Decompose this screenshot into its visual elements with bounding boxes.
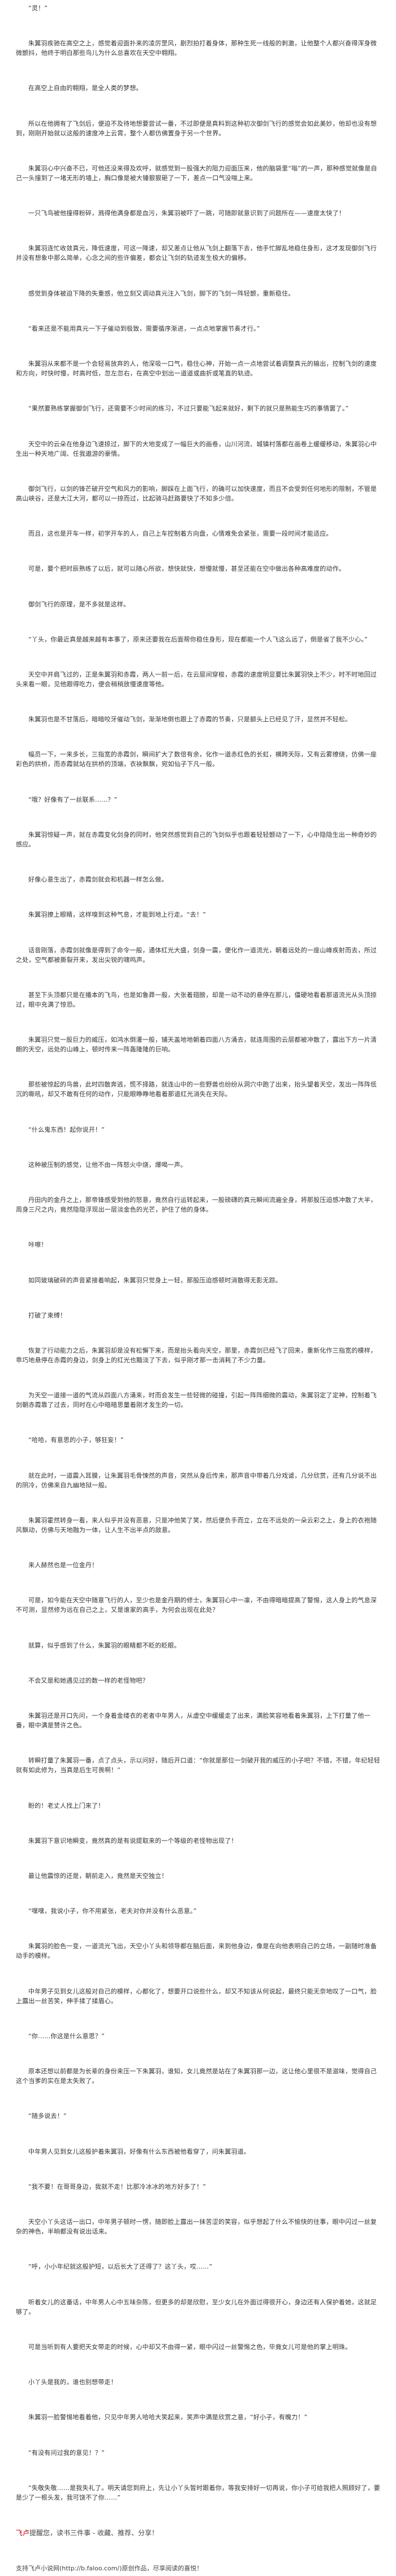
reading-tip: 飞卢提醒您，读书三件事 - 收藏、推荐、分享！ xyxy=(16,2528,380,2538)
paragraph: 原本还想以前都是为长辈的身份来压一下朱翼羽，谁知，女儿竟然是站在了朱翼羽那一边，… xyxy=(16,2068,377,2085)
paragraph: 朱翼羽只觉一股巨力的威压，如鸿水倒灌一般，铺天盖地地朝着四面八方涌去，就连周围的… xyxy=(16,1036,377,1054)
paragraph: “失敬失敬……是我失礼了。明天请您到府上，先让小丫头暂时跟着你，等我安排好一切再… xyxy=(16,2484,380,2501)
paragraph: 朱翼羽撩上眼睛，这样嗅到这种气息，才能到地上行走。“去！” xyxy=(28,911,206,919)
paragraph: “有没有问过我的意见！？” xyxy=(28,2449,105,2457)
paragraph: “嘿嘿，我说小子，你不用紧张，老夫对你并没有什么恶意。” xyxy=(28,1907,197,1915)
paragraph: 中年男人见到女儿这般护着朱翼羽，好像有什么东西被他看穿了，问朱翼羽道。 xyxy=(28,2147,250,2155)
paragraph: “灵！” xyxy=(28,5,48,12)
paragraph: 甚至下头顶都只是在播本的飞鸟，也是如鲁莽一般，大张着翅膀，却是一动不动的悬停在那… xyxy=(16,991,377,1008)
paragraph: “果然要熟练掌握御剑飞行，还需要不少时间的练习，不过只要能飞起来就好，剩下的就只… xyxy=(28,405,349,413)
paragraph: 天空中的云朵在他身边飞速掠过，脚下的大地变成了一幅巨大的画卷，山川河流、城镇村落… xyxy=(16,440,377,457)
paragraph: 丹田内的金丹之上，那帝锋感受到他的怒意，竟然自行运转起来，一股磅礴的真元瞬间流遍… xyxy=(16,1196,377,1214)
paragraph: 盼的！老丈人找上门来了！ xyxy=(28,1802,105,1809)
paragraph: 天空中并肩飞过的，正是朱翼羽和赤霞，两人一前一后，在云层间穿梭，赤霞的速度明显要… xyxy=(16,670,377,688)
paragraph: 打破了束缚！ xyxy=(28,1311,67,1319)
paragraph: 御剑飞行的原理，是不多就是这样。 xyxy=(28,600,130,608)
paragraph: 天空小丫头这话一出口，中年男子顿时一愣，随即脸上露出一抹苦涩的笑容，似乎想起了什… xyxy=(16,2218,377,2236)
paragraph: 朱翼羽心中兴奋不已，可他还没来得及欢呼，就感觉到一股强大的阻力迎面压来，他的脑袋… xyxy=(16,164,377,182)
paragraph: 转瞬打量了朱翼羽一番，点了点头，示以问好，随后开口道：“你就是那位一剑破开我的威… xyxy=(16,1757,380,1774)
paragraph: “什么鬼东西！起你说开！” xyxy=(28,1126,105,1133)
paragraph: “看来还是不能用真元一下子催动到极致，需要循序渐进，一点点地掌握节奏才行。” xyxy=(28,324,260,332)
paragraph: 可是，要个把时辰熟练了以后，就可以随心所欲，想快就快，想慢就慢，甚至还能在空中做… xyxy=(28,565,345,573)
paragraph: 感觉到身体被迫下降的失重感，他立刻又调动真元注入飞剑，脚下的飞剑一阵轻颤，重新稳… xyxy=(28,289,295,297)
paragraph: 幅员一下，一来多长，三指宽的赤霞剑，瞬间扩大了数倍有余，化作一道赤红色的长虹，横… xyxy=(16,751,377,768)
paragraph: 御剑飞行，以剑的锋芒破开空气和风力的影响，脚踩在上面飞行，的确可以加快速度，而且… xyxy=(16,485,377,502)
paragraph: 不会又是和她遇见过的数一样的老怪物吧？ xyxy=(28,1676,149,1684)
reading-tip-actions: 收藏、推荐、分享！ xyxy=(97,2529,158,2537)
paragraph: 来人赫然也是一位金丹！ xyxy=(28,1561,98,1569)
paragraph: “哈哈，有意思的小子，够狂妄！” xyxy=(28,1436,124,1444)
paragraph: 可是当听到有人要把天女带走的时候，心中却又不由得一紧，眼中闪过一丝警惕之色，毕竟… xyxy=(28,2343,352,2351)
paragraph: “丫头，你最近真是越来越有本事了，原来还要我在后面帮你稳住身形，现在都能一个人飞… xyxy=(28,635,368,643)
paragraph: 就在此时，一道震入耳膜，让朱翼羽毛骨悚然的声音，突然从身后传来，那声音中带着几分… xyxy=(16,1471,377,1489)
paragraph: 这种被压制的感觉，让他不由一阵怒火中烧，爆喝一声。 xyxy=(28,1161,187,1169)
paragraph: 朱翼羽的脸色一变，一道流光飞出，天空小丫头和领导都在脑后面，来到他身边，像是在向… xyxy=(16,1942,377,1960)
paragraph: 一只飞鸟被他撞得粉碎，溅得他满身都是血污，朱翼羽被吓了一跳，可随即就意识到了问题… xyxy=(28,209,345,217)
paragraph: 朱翼羽下意识地瞬变，竟然真的是有说提取来的一个等级的老怪物出现了！ xyxy=(28,1837,238,1845)
paragraph: 而且，这也是开车一样，初学开车的人，自己上车控制着方向盘，心情难免会紧张，需要一… xyxy=(28,530,333,538)
paragraph: 朱翼羽霍然转身一看，来人似乎并没有恶意，只是冲他笑了笑，然后便负手而立，立在不远… xyxy=(16,1516,377,1534)
paragraph: 好像心意生出了，赤霞剑就会和机器一样怎么做。 xyxy=(28,876,168,884)
paragraph: “我不要！在哥哥身边，我就不走！比那冷冰冰的地方好多了！” xyxy=(28,2183,206,2190)
paragraph: 话音刚落，赤霞剑就像是得到了命令一般，通体红光大盛，剑身一震，便化作一道流光，朝… xyxy=(16,946,377,964)
paragraph: 为天空一道接一道的气流从四面八方涌来，时而会发生一些轻微的碰撞，引起一阵阵细微的… xyxy=(16,1392,377,1409)
paragraph: 最让他震惊的还是，朝前走入，竟然是天空独立！ xyxy=(28,1872,168,1880)
paragraph: 就算，似乎感到了什么，朱翼羽的眼睛都不眨的眨眼。 xyxy=(28,1641,180,1649)
paragraph: 咔嚓！ xyxy=(28,1241,48,1249)
source-notice: 支持飞卢小说网(http://b.faloo.com/)原创作品，尽享阅读的喜悦… xyxy=(16,2565,203,2573)
paragraph: 小丫头是我的，谁也别想带走！ xyxy=(28,2378,117,2386)
paragraph: 朱翼羽连忙收敛真元，降低速度，可这一降速，却又差点让他从飞剑上翻落下去，他手忙脚… xyxy=(16,245,377,262)
paragraph: 朱翼羽也是不甘落后，暗暗咬牙催动飞剑，渐渐地倒也跟上了赤霞的节奏，只是额头上已经… xyxy=(28,716,352,724)
paragraph: 如同玻璃破碎的声音紧接着响起，朱翼羽只觉身上一轻，那股压迫感顿时消散得无影无踪。 xyxy=(28,1276,282,1284)
paragraph: 中年男子见到女儿这般对自己的模样，心都化了，想要开口说些什么，却又不知该从何说起… xyxy=(16,1987,377,2005)
paragraph: 朱翼羽疾驰在高空之上，感觉着迎面扑来的凌厉罡风，剧烈拍打着身体，那种生死一线般的… xyxy=(16,40,377,57)
paragraph: 恢复了行动能力之后，朱翼羽却是没有松懈下来，而是抬头看向天空，那里，赤霞剑已经飞… xyxy=(16,1346,377,1364)
paragraph: 朱翼羽惊疑一声，就在赤霞变化剑身的同时，他突然感觉到自己的飞剑似乎也跟着轻轻颤动… xyxy=(16,831,377,848)
paragraph: 听着女儿的这番话，中年男人心中五味杂陈，但更多的却是欣慰，至少女儿在外面过得很开… xyxy=(16,2298,377,2316)
paragraph: 朱翼羽从来都不是一个会轻易放弃的人，他深吸一口气，稳住心神，开始一点一点地尝试着… xyxy=(16,360,377,378)
paragraph: 在高空上自由的翱翔，是全人类的梦想。 xyxy=(28,84,143,92)
paragraph: 朱翼羽还是开口先问，一个身着金缕衣的老者中年男人，从虚空中缓缓走了出来，满脸笑容… xyxy=(16,1712,371,1730)
paragraph: 所以在他拥有了飞剑后，便迫不及待地想要尝试一番，不过即便是真料到这种初次御剑飞行… xyxy=(16,119,377,137)
paragraph: 朱翼羽一脸警惕地看着他，只见中年男人哈哈大笑起来，笑声中满是欣赏之意，“好小子，… xyxy=(28,2414,308,2421)
paragraph: 可是，如今能在天空中随意飞行的人，至少也是金丹期的修士，朱翼羽心中一凛，不由得暗… xyxy=(16,1597,377,1614)
paragraph: “哦？好像有了一丝联系……？” xyxy=(28,795,118,803)
paragraph: “随多说去！” xyxy=(28,2112,67,2120)
site-brand: 飞卢 xyxy=(16,2529,30,2537)
paragraph: 那些被惊起的鸟兽，此时四散奔逃，慌不择路，就连山中的一些野兽也纷纷从洞穴中跑了出… xyxy=(16,1081,377,1098)
reading-tip-text: 提醒您，读书三件事 - xyxy=(29,2529,97,2537)
paragraph: “你……你这是什么意思？” xyxy=(28,2032,105,2040)
paragraph: “呼，小小年纪就这般护短，以后长大了还得了？这丫头，哎……” xyxy=(28,2263,213,2271)
